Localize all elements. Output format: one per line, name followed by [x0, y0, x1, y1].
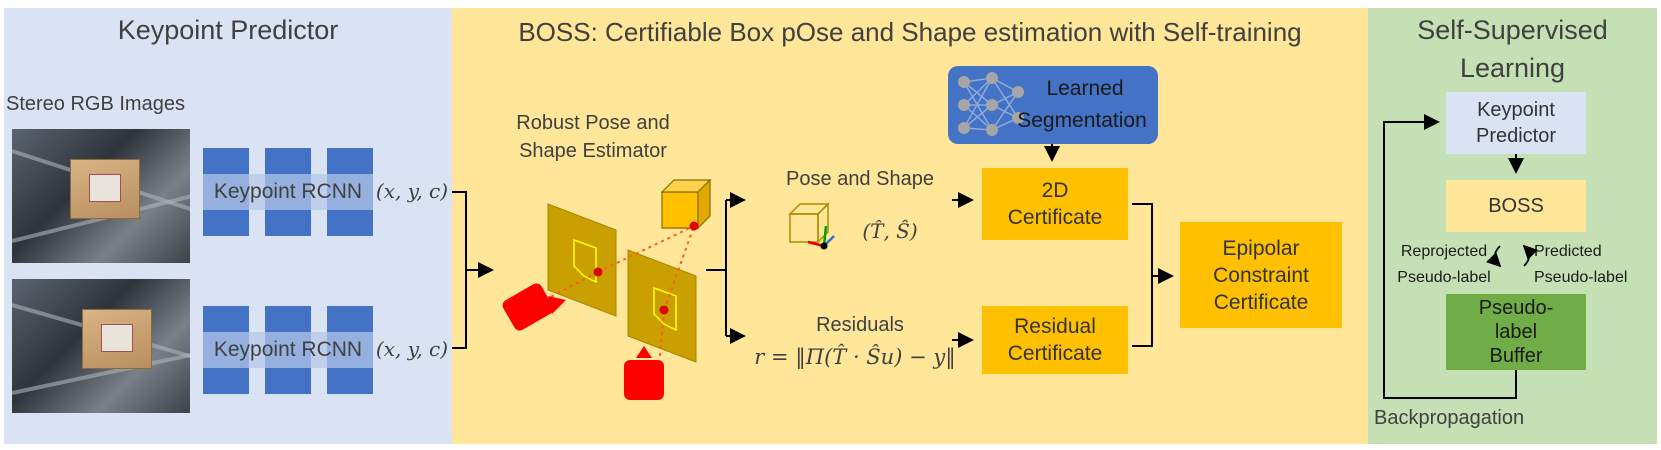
residuals-math: r = ‖Π(T̂ · Ŝu) − y‖: [754, 345, 956, 369]
epipolar-certificate-line1: Epipolar: [1222, 236, 1300, 260]
learned-segmentation-line2: Segmentation: [1017, 109, 1147, 132]
2d-certificate-box: 2D Certificate: [982, 168, 1128, 240]
keypoint-output-bottom: (x, y, c): [375, 337, 449, 361]
pseudo-label-buffer-box: Pseudo- label Buffer: [1446, 294, 1586, 370]
2d-certificate-line1: 2D: [1041, 179, 1069, 202]
keypoint-predictor-line1: Keypoint: [1477, 99, 1555, 121]
rcnn-label-bottom: Keypoint RCNN: [203, 332, 373, 368]
reprojected-line2: Pseudo-label: [1397, 269, 1491, 286]
reprojected-line1: Reprojected: [1400, 243, 1488, 260]
buffer-line1: Pseudo-: [1478, 297, 1554, 319]
buffer-line3: Buffer: [1489, 345, 1543, 367]
right-panel-title-line2: Learning: [1459, 53, 1566, 83]
epipolar-certificate-box: Epipolar Constraint Certificate: [1180, 222, 1342, 328]
middle-panel-title: BOSS: Certifiable Box pOse and Shape est…: [518, 17, 1302, 47]
coordinate-frame-icon: [788, 202, 835, 250]
predicted-line1: Predicted: [1534, 243, 1602, 260]
estimator-label-line2: Shape Estimator: [519, 140, 667, 162]
epipolar-certificate-line2: Constraint: [1213, 263, 1309, 287]
right-panel-title-line1: Self-Supervised: [1417, 15, 1608, 45]
pose-shape-label: Pose and Shape: [786, 168, 934, 190]
image-plane-1: [547, 203, 617, 317]
backpropagation-label: Backpropagation: [1374, 407, 1525, 429]
boss-box: BOSS: [1446, 180, 1586, 232]
stereo-images-label: Stereo RGB Images: [6, 93, 185, 115]
predicted-line2: Pseudo-label: [1534, 269, 1628, 286]
stereo-image-right: [12, 279, 190, 413]
residuals-label: Residuals: [816, 314, 904, 336]
learned-segmentation-line1: Learned: [1046, 77, 1124, 100]
merge-bracket-left: [452, 191, 494, 349]
camera-icon: [624, 346, 664, 400]
keypoint-output-top: (x, y, c): [375, 179, 449, 203]
keypoint-predictor-box: Keypoint Predictor: [1446, 92, 1586, 154]
camera-icon: [502, 283, 566, 331]
estimator-label-line1: Robust Pose and: [516, 112, 670, 134]
residual-certificate-box: Residual Certificate: [982, 306, 1128, 374]
buffer-line2: label: [1494, 321, 1538, 343]
left-panel-title: Keypoint Predictor: [117, 15, 339, 45]
keypoint-predictor-line2: Predictor: [1475, 125, 1557, 147]
cube-icon: [660, 178, 712, 230]
residual-certificate-line1: Residual: [1014, 315, 1096, 338]
stereo-image-left: [12, 129, 190, 263]
cycle-arrows-icon: [1486, 244, 1538, 268]
2d-certificate-line2: Certificate: [1007, 206, 1103, 229]
neural-network-icon: [958, 72, 1024, 136]
epipolar-certificate-line3: Certificate: [1213, 290, 1309, 314]
residual-certificate-line2: Certificate: [1007, 342, 1103, 365]
pose-shape-math: (T̂, Ŝ): [862, 219, 918, 243]
rcnn-label-top: Keypoint RCNN: [203, 174, 373, 210]
